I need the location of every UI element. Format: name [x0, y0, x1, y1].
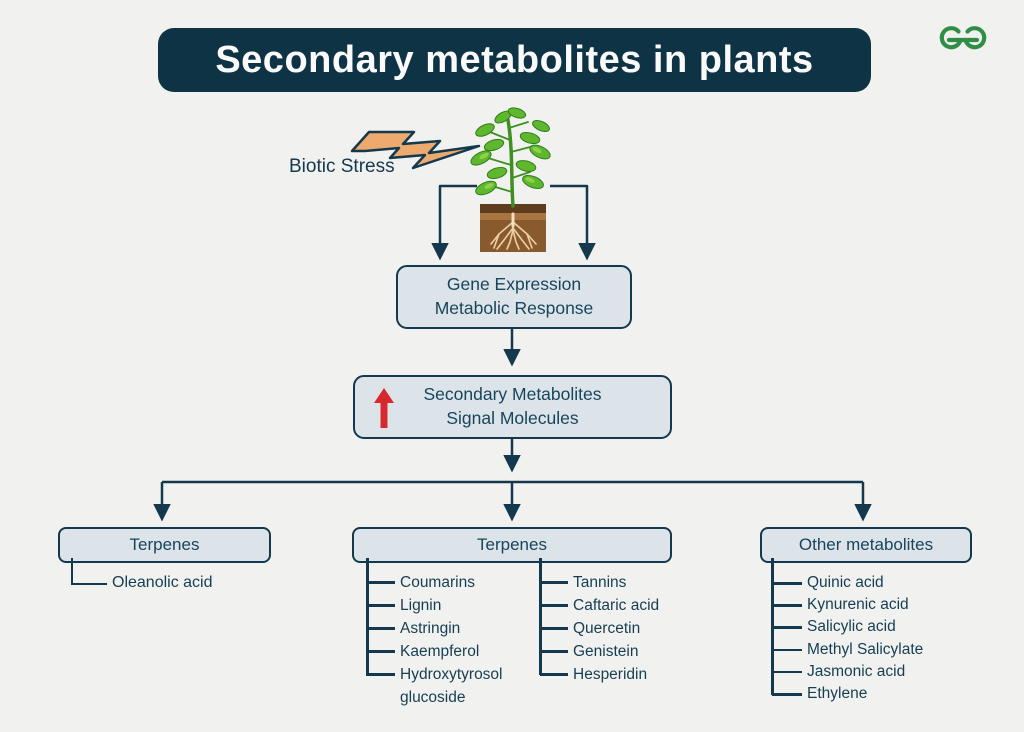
list-item: Quercetin	[539, 617, 659, 640]
branch-header-terpenes-left: Terpenes	[58, 527, 271, 563]
middle-left-spine	[366, 558, 369, 676]
page-title: Secondary metabolites in plants	[215, 38, 814, 81]
list-item: Hydroxytyrosol glucoside	[366, 663, 530, 709]
list-item: Kynurenic acid	[771, 594, 923, 616]
list-item: Quinic acid	[771, 572, 923, 594]
secondary-metabolites-line2: Signal Molecules	[446, 408, 579, 428]
terpenes-middle-col1: Coumarins Lignin Astringin Kaempferol Hy…	[366, 571, 530, 709]
geeksforgeeks-logo	[939, 26, 987, 50]
secondary-metabolites-line1: Secondary Metabolites	[423, 384, 602, 405]
terpenes-middle-col2: Tannins Caftaric acid Quercetin Genistei…	[539, 571, 659, 686]
left-branch-connector	[71, 558, 107, 585]
list-item: Astringin	[366, 617, 530, 640]
list-item: Genistein	[539, 640, 659, 663]
list-item: Lignin	[366, 594, 530, 617]
list-item: Caftaric acid	[539, 594, 659, 617]
biotic-stress-label: Biotic Stress	[289, 156, 395, 177]
list-item: Tannins	[539, 571, 659, 594]
other-metabolites-list: Quinic acid Kynurenic acid Salicylic aci…	[771, 572, 923, 705]
branch-header-label: Other metabolites	[798, 535, 934, 554]
middle-right-spine	[539, 558, 542, 675]
title-banner: Secondary metabolites in plants	[158, 28, 871, 92]
list-item: Salicylic acid	[771, 616, 923, 638]
list-item: Jasmonic acid	[771, 661, 923, 683]
list-item: Ethylene	[771, 683, 923, 705]
list-item: Kaempferol	[366, 640, 530, 663]
gene-expression-line2: Metabolic Response	[434, 298, 594, 318]
branch-header-terpenes-middle: Terpenes	[352, 527, 672, 563]
list-item: Coumarins	[366, 571, 530, 594]
list-item: Oleanolic acid	[112, 574, 213, 591]
secondary-metabolites-box: Secondary Metabolites Signal Molecules	[353, 375, 672, 439]
list-item: Methyl Salicylate	[771, 639, 923, 661]
gene-expression-line1: Gene Expression	[446, 274, 582, 295]
branch-header-label: Terpenes	[129, 535, 200, 554]
plant-illustration	[470, 107, 551, 252]
branch-header-label: Terpenes	[477, 535, 547, 554]
branch-header-other-metabolites: Other metabolites	[760, 527, 972, 563]
list-item: Hesperidin	[539, 663, 659, 686]
red-up-arrow-icon	[374, 388, 394, 428]
gene-expression-box: Gene Expression Metabolic Response	[396, 265, 632, 329]
